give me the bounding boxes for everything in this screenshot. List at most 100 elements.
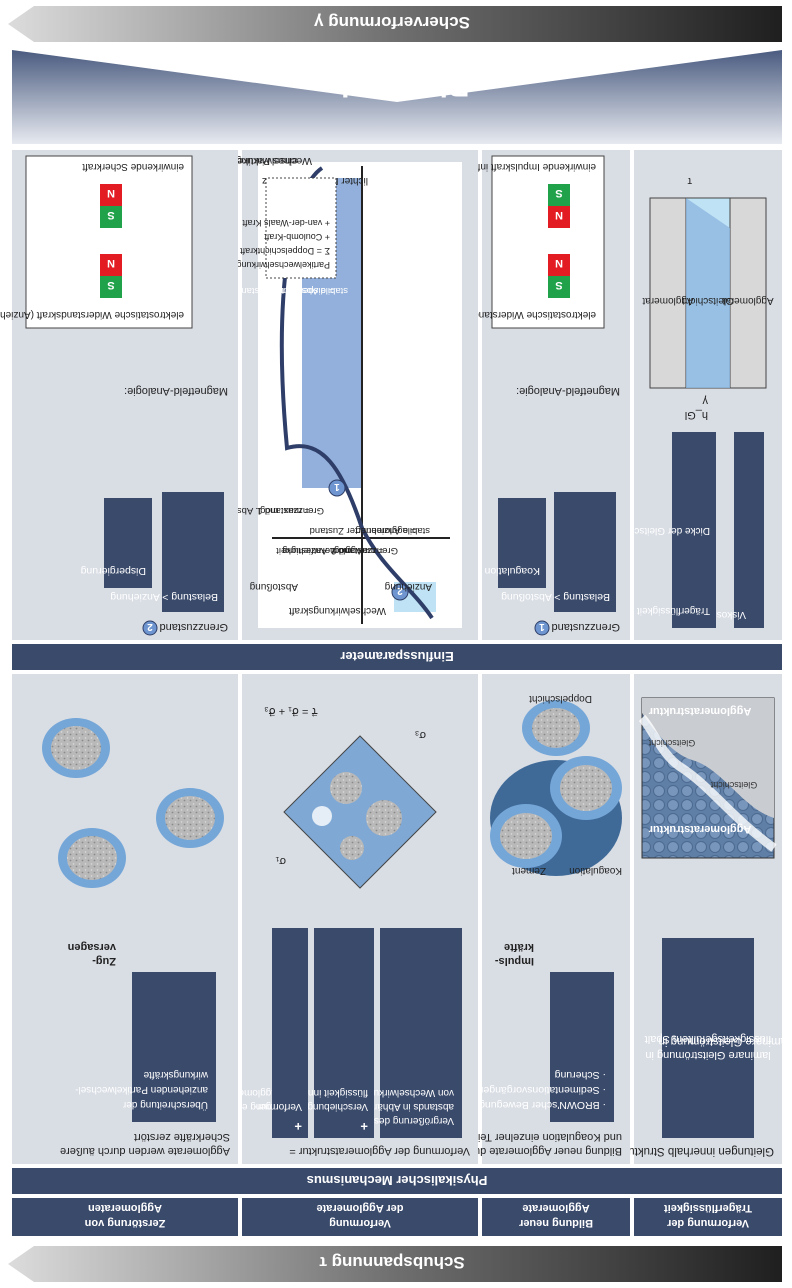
stress-sum-label: τ⃗ = σ⃗₁ + σ⃗₃ <box>264 705 318 717</box>
curve-legend-3: + Coulomb-Kraft <box>264 232 330 242</box>
fig2-koagulation: Koagulation <box>569 865 622 876</box>
coagulation-figure: Doppelschicht Zement Koagulation <box>490 693 622 876</box>
block-agglomerat-2: Agglomerat <box>642 295 693 306</box>
mech-2-box-1: · BROWN'scher Bewegung <box>479 1099 606 1111</box>
analogy-2-bottom: einwirkende Scherkraft <box>82 161 184 172</box>
magnet-row-1: S N N S <box>548 184 570 298</box>
row-label-1a: Verformung der <box>666 1217 749 1229</box>
row-label-3a: Verformung <box>329 1217 391 1229</box>
disintegration-figure <box>42 718 224 888</box>
plus-icon-2: + <box>294 1119 302 1134</box>
curve-legend-4: + van-der-Waals Kraft <box>242 218 330 228</box>
state-1-label: Grenzzustand <box>552 621 620 633</box>
curve-y-pos: Abstoßung <box>250 581 298 592</box>
row-labels: Verformung der Trägerflüssigkeit Bildung… <box>12 1198 782 1236</box>
block-tau: τ <box>687 175 692 187</box>
curve-y-axis: Wechselwirkungskraft <box>289 605 386 616</box>
curve-state2-a: Grenzzustand 2 <box>331 545 398 556</box>
fig1-label-c: Agglomeratstruktur <box>648 705 751 717</box>
pole-2b: N <box>107 257 115 269</box>
parameters-column: Einflussparameter Viskosität der Trägerf… <box>0 150 782 670</box>
mech-4-box-2: anziehenden Partikelwechsel- <box>75 1084 208 1095</box>
curve-stable-rep-a: stabile Abstoßung <box>272 285 348 296</box>
plus-icon-1: + <box>360 1119 368 1134</box>
analogy-2-title: Magnetfeld-Analogie: <box>124 385 228 397</box>
shear-deformation-arrow: Scherverformung γ <box>8 6 782 42</box>
row-label-2a: Bildung neuer <box>518 1217 593 1229</box>
sigma3-label: σ₃ <box>415 729 426 741</box>
mech-3-item1-b: abstands in Abhängigkeit <box>343 1101 454 1112</box>
row-label-3b: der Agglomerate <box>316 1202 403 1214</box>
param-1-b: Dicke der Gleitschicht h_Gl <box>589 525 710 536</box>
row-label-2b: Agglomerate <box>522 1202 589 1214</box>
rheology-title: Rheologie <box>324 69 469 102</box>
shear-block-figure: Agglomerat Gleitschicht Agglomerat τ γ h… <box>642 175 773 421</box>
fig1-label-d: Gleitschicht <box>648 738 695 748</box>
mech-4-box-3: wirkungskräfte <box>143 1069 209 1080</box>
pole-2d: N <box>107 187 115 199</box>
rheology-roof: Rheologie <box>12 50 782 144</box>
curve-badge-1: 1 <box>334 481 340 492</box>
state-1-result: Koagulation <box>484 565 540 577</box>
pole-1b: N <box>555 257 563 269</box>
curve-badge-2: 2 <box>397 585 403 596</box>
mech-4-intro-b: Scherkräfte zerstört <box>134 1131 230 1143</box>
curve-legend-2: Σ = Doppelschichtkraft <box>240 246 330 256</box>
state-2-condition: Belastung > Anziehung <box>110 591 218 603</box>
analogy-1-top: elektrostatische Widerstandskraft (Absto… <box>391 309 596 320</box>
curve-state1-b: = max. mögl. Abstoßung <box>207 505 310 516</box>
state-1-condition: Belastung > Abstoßung <box>501 591 610 603</box>
analogy-1-title: Magnetfeld-Analogie: <box>516 385 620 397</box>
sigma1-label: σ₁ <box>275 855 286 867</box>
curve-stable-att-a: stabile Anziehung <box>356 525 430 536</box>
mech-4-side-b: versagen <box>67 941 116 953</box>
block-gleitschicht: Gleitschicht <box>682 295 734 306</box>
block-hgl: h_Gl <box>685 409 708 421</box>
mech-3-item1-a: Vergrößerung des Partikel- <box>334 1115 454 1126</box>
pole-1a: S <box>555 279 562 291</box>
curve-stable-rep-b: = dispergierter Zustand <box>236 285 334 296</box>
mech-3-item1-c: von Wechselwirkungskräften <box>327 1087 454 1098</box>
row-label-1b: Trägerflüssigkeit <box>664 1202 752 1214</box>
block-gamma: γ <box>702 395 708 407</box>
fig2-zement: Zement <box>512 865 546 876</box>
pole-1c: N <box>555 209 563 221</box>
mech-4-side-a: Zug- <box>92 955 116 967</box>
pole-2c: S <box>107 209 114 221</box>
fig2-doppelschicht: Doppelschicht <box>529 693 592 704</box>
shear-deformation-label: Scherverformung γ <box>314 13 470 32</box>
pole-2a: S <box>107 279 114 291</box>
mech-1-box-line2: flüssigkeitsgefülltem Spalt <box>645 1033 772 1045</box>
shear-stress-label: Schubspannung τ <box>319 1253 465 1272</box>
mech-2-box-3: · Scherung <box>554 1069 606 1081</box>
magnet-row-2: S N S N <box>100 184 122 298</box>
interaction-curve: 2 1 Abstoßung Anziehung Wechselwirkungsk… <box>187 155 462 628</box>
pole-1d: S <box>555 187 562 199</box>
deformation-figure: σ₁ σ₃ τ⃗ = σ⃗₁ + σ⃗₃ <box>264 705 437 889</box>
block-agglomerat-1: Agglomerat <box>722 295 773 306</box>
fig1-label-b: Gleitschicht <box>710 780 757 790</box>
curve-state2-c: = Agglomeratfestigkeit <box>276 545 370 556</box>
mech-2-box-2: · Sedimentationsvorgängen <box>477 1084 606 1096</box>
mech-1-box-a: laminare Gleitströmung in <box>658 1035 789 1047</box>
fig1-label-a: Agglomeratstruktur <box>648 823 751 835</box>
state-2-badge: 2 <box>147 621 153 632</box>
curve-state2-b: = max. mögl. Anziehung <box>282 545 384 556</box>
analogy-1-bottom: einwirkende Impulskraft infolge Kollisio… <box>419 161 596 172</box>
param-1-a2: Trägerflüssigkeit ηₛ <box>625 605 710 616</box>
mech-2-side-b: kräfte <box>504 941 534 953</box>
analogy-2-top: elektrostatische Widerstandskraft (Anzie… <box>0 309 184 320</box>
mech-2-side-a: Impuls- <box>495 955 534 967</box>
curve-y-neg: Anziehung <box>385 581 432 592</box>
mechanism-column: Physikalischer Mechanismus Gleitungen in… <box>12 674 790 1194</box>
curve-state1-a: Grenzzustand 1 <box>257 505 324 516</box>
curve-legend-1: Partikelwechselwirkung <box>236 260 330 270</box>
agglomerate-slip-figure: Agglomeratstruktur Gleitschicht Agglomer… <box>638 697 777 859</box>
mech-4-box-1: Überschreitung der <box>122 1099 208 1111</box>
state-2-label: Grenzzustand <box>160 621 228 633</box>
curve-stable-att-b: = agglomerierter Zustand <box>310 525 416 536</box>
row-label-4a: Zerstörung von <box>84 1217 165 1229</box>
shear-stress-arrow: Schubspannung τ <box>8 1246 782 1282</box>
